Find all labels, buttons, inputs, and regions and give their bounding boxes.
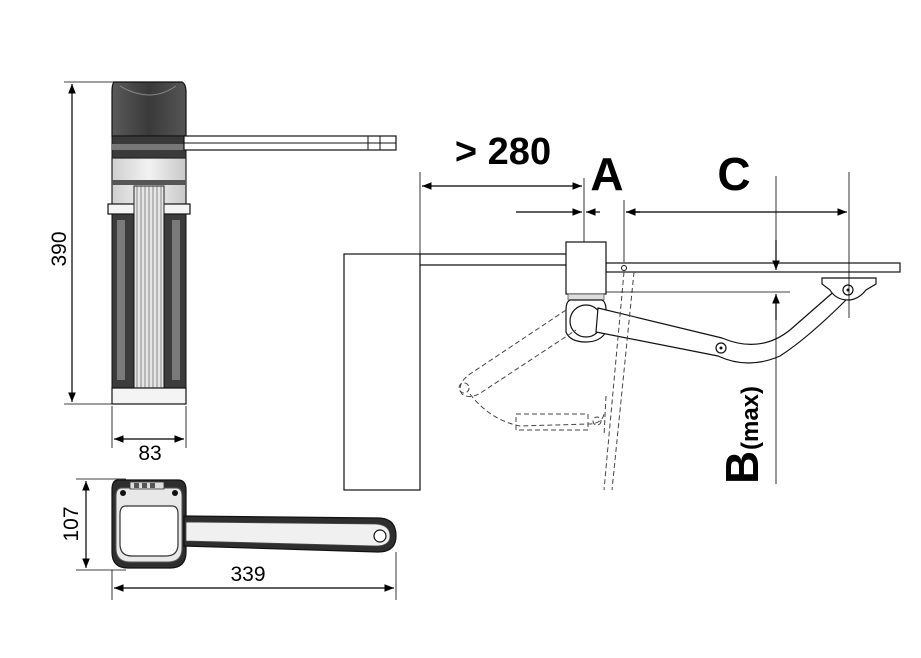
top-view: 107 339: [60, 478, 397, 600]
width-label: 83: [138, 442, 161, 465]
min-distance-label: > 280: [455, 131, 551, 173]
installation-view: > 280 A C B (max): [343, 131, 901, 491]
door-frame-block: [343, 253, 421, 491]
depth-label: 107: [60, 506, 83, 541]
front-view: 390 83: [48, 81, 397, 465]
length-label: 339: [230, 563, 265, 586]
door-leaf: [605, 262, 901, 273]
dim-a-label: A: [590, 148, 623, 200]
dim-b-sub-label: (max): [737, 386, 764, 450]
dim-c-label: C: [717, 148, 750, 200]
closer-body-side: [565, 241, 607, 295]
cover-cap: [111, 81, 187, 137]
dim-b-label: B: [716, 451, 768, 484]
closer-arm: [595, 287, 849, 364]
height-label: 390: [48, 231, 71, 266]
ribbed-cylinder: [133, 185, 165, 391]
